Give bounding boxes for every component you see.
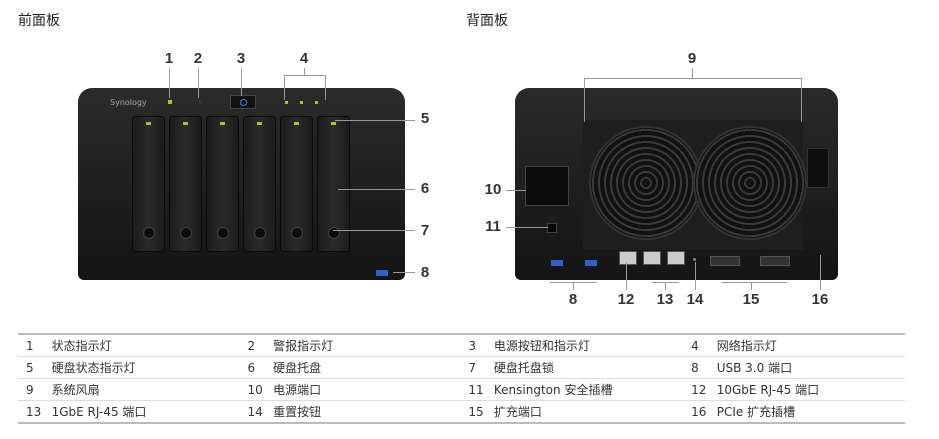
callout-1: 1 <box>164 50 174 67</box>
drive-tray <box>132 116 165 252</box>
lan-led-3 <box>315 101 318 104</box>
power-button <box>230 95 256 109</box>
callout-14: 14 <box>686 291 704 308</box>
callout-11: 11 <box>485 218 501 235</box>
callout-8: 8 <box>420 264 430 281</box>
callout-5: 5 <box>420 110 430 127</box>
usb-port <box>551 260 563 266</box>
lan-1g-port <box>667 251 685 265</box>
callout-7: 7 <box>420 222 430 239</box>
drive-tray <box>280 116 313 252</box>
callout-16: 16 <box>811 291 829 308</box>
callout-9: 9 <box>687 50 697 67</box>
brand-logo: Synology <box>110 98 147 107</box>
front-panel-device: Synology <box>78 88 405 280</box>
callout-12: 12 <box>617 291 635 308</box>
system-fan <box>693 126 807 240</box>
reset-button <box>693 258 696 261</box>
drive-tray <box>243 116 276 252</box>
expansion-port <box>710 256 740 266</box>
expansion-port <box>760 256 790 266</box>
drive-tray <box>206 116 239 252</box>
system-fan <box>589 126 703 240</box>
drive-tray <box>317 116 350 252</box>
lan-10g-port <box>619 251 637 265</box>
callout-15: 15 <box>742 291 760 308</box>
alert-led <box>198 100 202 104</box>
power-port <box>525 166 569 206</box>
status-led <box>168 100 172 104</box>
drive-tray <box>169 116 202 252</box>
callout-2: 2 <box>193 50 203 67</box>
callout-10: 10 <box>484 181 502 198</box>
callout-6: 6 <box>420 180 430 197</box>
front-panel-title: 前面板 <box>18 13 60 29</box>
usb-port <box>585 260 597 266</box>
kensington-slot <box>547 223 557 233</box>
back-panel-device <box>515 88 838 280</box>
front-usb-port <box>376 270 388 276</box>
back-panel-title: 背面板 <box>466 13 508 29</box>
lan-1g-port <box>643 251 661 265</box>
lan-led-2 <box>300 101 303 104</box>
callout-13: 13 <box>656 291 674 308</box>
callout-4: 4 <box>299 50 309 67</box>
lan-led-1 <box>285 101 288 104</box>
callout-3: 3 <box>236 50 246 67</box>
pcie-slot <box>807 148 829 188</box>
callout-8-back: 8 <box>568 291 578 308</box>
